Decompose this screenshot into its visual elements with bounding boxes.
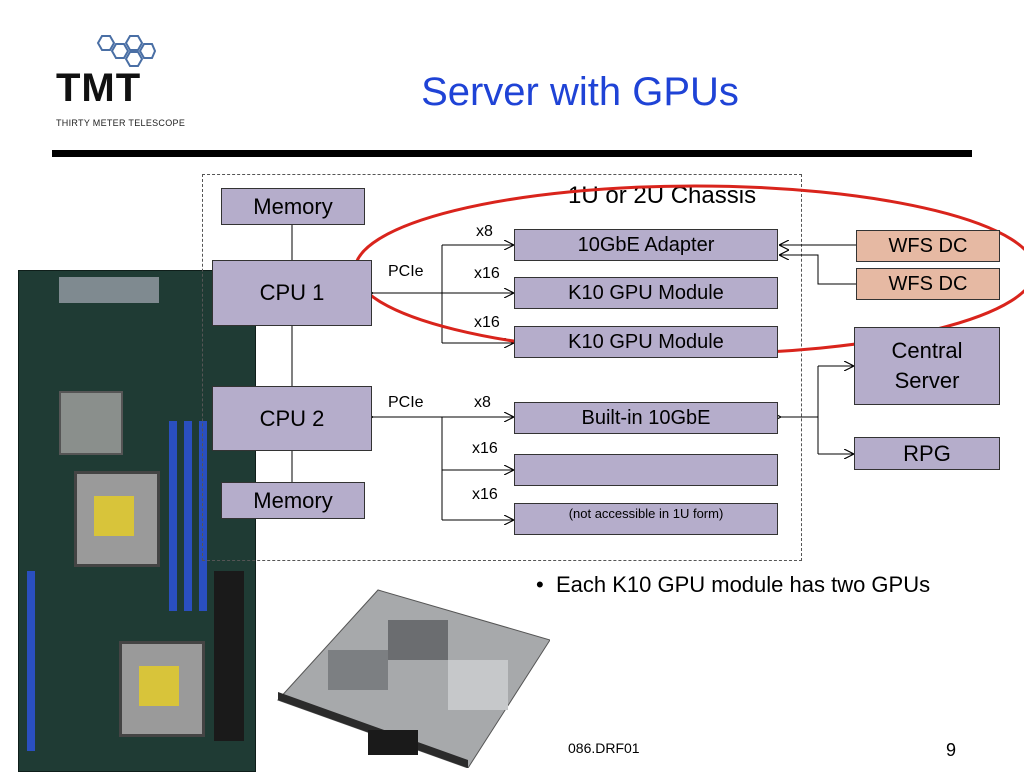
page-number: 9: [946, 740, 957, 760]
tmt-logo: [56, 30, 186, 140]
logo-wordmark: TMT: [56, 66, 142, 110]
central-server-box: Central Server: [854, 327, 1000, 405]
lane-label-gpu2: x16: [474, 314, 500, 331]
bullet-item: • Each K10 GPU module has two GPUs: [536, 572, 930, 598]
pcie-label-2: PCIe: [388, 394, 424, 411]
memory-top-box: Memory: [221, 188, 365, 225]
title-divider: [52, 150, 972, 157]
adapter-box: 10GbE Adapter: [514, 229, 778, 261]
motherboard-image: [18, 270, 256, 772]
memory-bottom-box: Memory: [221, 482, 365, 519]
gpu-module-1-box: K10 GPU Module: [514, 277, 778, 309]
chassis-frame: [202, 174, 802, 561]
server-chassis-image: [268, 580, 551, 769]
lane-label-empty-slot: x16: [472, 440, 498, 457]
pcie-label-1: PCIe: [388, 263, 424, 280]
logo-subtitle: THIRTY METER TELESCOPE: [56, 118, 186, 128]
rpg-box: RPG: [854, 437, 1000, 470]
footer-text: 086.DRF01: [568, 740, 640, 756]
empty-slot-box: [514, 454, 778, 486]
bullet-text: Each K10 GPU module has two GPUs: [555, 572, 931, 597]
inaccessible-slot-box: (not accessible in 1U form): [514, 503, 778, 535]
lane-label-builtin: x8: [474, 394, 491, 411]
hexagon-logo-icon: [96, 35, 156, 67]
builtin-10gbe-box: Built-in 10GbE: [514, 402, 778, 434]
cpu1-box: CPU 1: [212, 260, 372, 326]
gpu-module-2-box: K10 GPU Module: [514, 326, 778, 358]
lane-label-inaccessible: x16: [472, 486, 498, 503]
lane-label-adapter: x8: [476, 223, 493, 240]
slide-title: Server with GPUs: [421, 70, 739, 114]
wfs-dc-box-1: WFS DC: [856, 230, 1000, 262]
wfs-dc-box-2: WFS DC: [856, 268, 1000, 300]
bullet-icon: •: [536, 572, 556, 597]
cpu2-box: CPU 2: [212, 386, 372, 451]
lane-label-gpu1: x16: [474, 265, 500, 282]
